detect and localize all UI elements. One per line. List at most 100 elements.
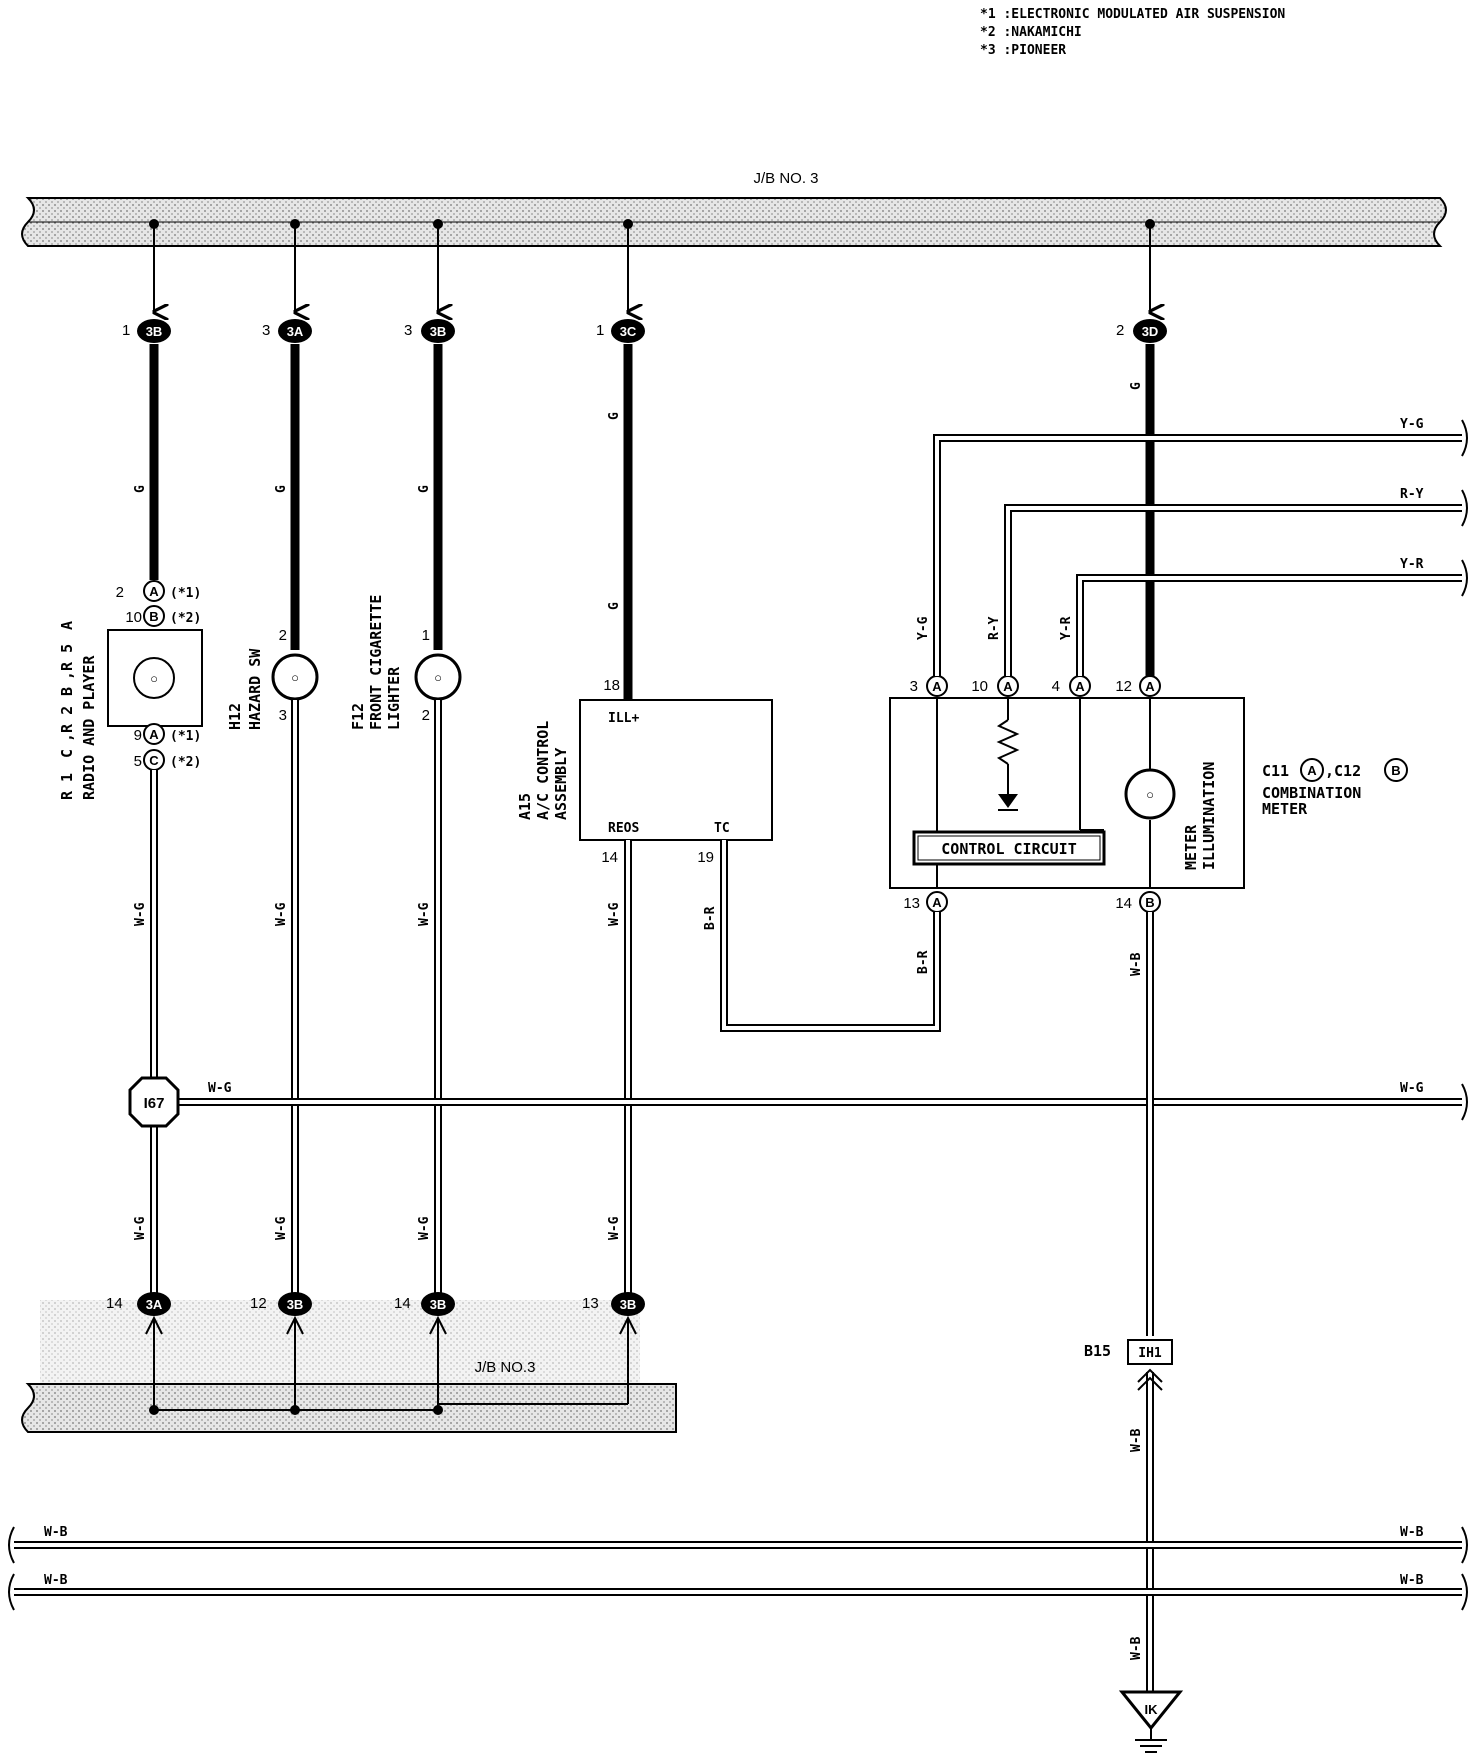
svg-text:○: ○ bbox=[434, 670, 442, 685]
svg-text:A: A bbox=[932, 679, 942, 694]
jb-bottom-label: J/B NO.3 bbox=[475, 1359, 536, 1376]
svg-text:1: 1 bbox=[596, 322, 604, 339]
svg-text:F12: F12 bbox=[349, 703, 367, 730]
g-wire-labels: G G G G G G bbox=[133, 382, 1144, 610]
svg-text:A: A bbox=[1307, 763, 1317, 778]
svg-text:3: 3 bbox=[262, 322, 270, 339]
junction-i67: I67 bbox=[128, 1076, 180, 1128]
top-drops bbox=[149, 219, 1154, 312]
bottom-jb-links bbox=[145, 1315, 637, 1415]
cigarette-lighter: 1 ○ 2 F12 FRONT CIGARETTE LIGHTER bbox=[349, 595, 462, 730]
svg-text:B-R: B-R bbox=[916, 950, 931, 974]
svg-text:G: G bbox=[417, 485, 432, 493]
svg-text:W-G: W-G bbox=[274, 902, 289, 926]
svg-text:W-B: W-B bbox=[44, 1525, 68, 1540]
svg-text:W-G: W-G bbox=[208, 1081, 232, 1096]
svg-text:W-G: W-G bbox=[133, 902, 148, 926]
wire-color-labels: Y-G R-Y Y-R Y-G R-Y Y-R B-R B-R W-G W-G … bbox=[44, 417, 1424, 1660]
svg-text:3A: 3A bbox=[146, 1297, 163, 1312]
svg-text:1: 1 bbox=[122, 322, 130, 339]
top-connector-1: 1 3B bbox=[122, 319, 171, 343]
bottom-connector-3: 14 3B bbox=[394, 1292, 455, 1316]
ground-ik: IK bbox=[1118, 1690, 1184, 1753]
svg-text:2: 2 bbox=[116, 584, 124, 601]
b15-connector: B15 IH1 bbox=[1084, 1339, 1173, 1391]
svg-text:W-G: W-G bbox=[274, 1216, 289, 1240]
svg-text:1: 1 bbox=[422, 627, 430, 644]
svg-text:B-R: B-R bbox=[703, 906, 718, 930]
svg-text:W-G: W-G bbox=[417, 902, 432, 926]
svg-text:19: 19 bbox=[697, 849, 714, 866]
svg-text:5: 5 bbox=[134, 753, 142, 770]
note-1: *1 :ELECTRONIC MODULATED AIR SUSPENSION bbox=[980, 7, 1285, 22]
svg-text:B15: B15 bbox=[1084, 1342, 1111, 1360]
svg-text:REOS: REOS bbox=[608, 821, 639, 836]
svg-text:(*1): (*1) bbox=[170, 729, 201, 744]
svg-text:W-B: W-B bbox=[44, 1573, 68, 1588]
svg-text:,R 5: ,R 5 bbox=[58, 644, 76, 680]
svg-text:3B: 3B bbox=[146, 324, 163, 339]
svg-text:,C12: ,C12 bbox=[1325, 762, 1361, 780]
svg-text:G: G bbox=[274, 485, 289, 493]
svg-text:IK: IK bbox=[1145, 1702, 1159, 1717]
svg-text:13: 13 bbox=[903, 895, 920, 912]
svg-text:3B: 3B bbox=[430, 1297, 447, 1312]
notes-legend: *1 :ELECTRONIC MODULATED AIR SUSPENSION … bbox=[980, 7, 1285, 58]
hazard-switch: 2 ○ 3 H12 HAZARD SW bbox=[226, 627, 319, 730]
svg-text:IH1: IH1 bbox=[1138, 1346, 1162, 1361]
svg-text:COMBINATION: COMBINATION bbox=[1262, 784, 1361, 802]
svg-text:14: 14 bbox=[394, 1295, 411, 1312]
svg-text:ILL+: ILL+ bbox=[608, 711, 639, 726]
diode-icon bbox=[998, 794, 1018, 808]
svg-text:(*1): (*1) bbox=[170, 586, 201, 601]
svg-text:3D: 3D bbox=[1142, 324, 1159, 339]
svg-text:C: C bbox=[149, 753, 159, 768]
svg-text:A/C CONTROL: A/C CONTROL bbox=[534, 721, 552, 820]
svg-text:W-G: W-G bbox=[1400, 1081, 1424, 1096]
top-connector-4: 1 3C bbox=[596, 319, 645, 343]
svg-text:(*2): (*2) bbox=[170, 611, 201, 626]
svg-text:A: A bbox=[149, 584, 159, 599]
svg-text:A: A bbox=[149, 727, 159, 742]
ac-control-assembly: 18 ILL+ REOS TC 14 19 A15 A/C CONTROL AS… bbox=[516, 677, 773, 866]
svg-text:Y-R: Y-R bbox=[1059, 616, 1074, 640]
svg-text:3: 3 bbox=[404, 322, 412, 339]
svg-text:Y-R: Y-R bbox=[1400, 557, 1424, 572]
control-circuit-label: CONTROL CIRCUIT bbox=[941, 840, 1076, 858]
svg-text:2: 2 bbox=[279, 627, 287, 644]
svg-text:B: B bbox=[1145, 895, 1154, 910]
svg-text:A: A bbox=[1145, 679, 1155, 694]
svg-text:W-G: W-G bbox=[607, 902, 622, 926]
svg-text:ASSEMBLY: ASSEMBLY bbox=[552, 748, 570, 820]
svg-text:,R 2: ,R 2 bbox=[58, 706, 76, 742]
top-connector-3: 3 3B bbox=[404, 319, 455, 343]
radio-label: R 1 C ,R 2 B ,R 5 A RADIO AND PLAYER bbox=[58, 621, 98, 800]
svg-text:B: B bbox=[1391, 763, 1400, 778]
svg-text:A: A bbox=[1075, 679, 1085, 694]
svg-text:LIGHTER: LIGHTER bbox=[385, 666, 403, 730]
svg-text:R-Y: R-Y bbox=[1400, 487, 1424, 502]
jb-bottom: J/B NO.3 bbox=[21, 1300, 677, 1433]
svg-text:12: 12 bbox=[250, 1295, 267, 1312]
svg-text:METER: METER bbox=[1262, 800, 1308, 818]
svg-text:2: 2 bbox=[1116, 322, 1124, 339]
svg-text:A: A bbox=[1003, 679, 1013, 694]
svg-text:W-B: W-B bbox=[1129, 1428, 1144, 1452]
svg-text:○: ○ bbox=[1146, 787, 1154, 802]
svg-text:W-G: W-G bbox=[607, 1216, 622, 1240]
svg-text:W-B: W-B bbox=[1129, 1636, 1144, 1660]
svg-text:(*2): (*2) bbox=[170, 755, 201, 770]
bottom-connector-2: 12 3B bbox=[250, 1292, 312, 1316]
lighter-lamp-icon bbox=[414, 653, 462, 701]
svg-text:3B: 3B bbox=[430, 324, 447, 339]
svg-text:G: G bbox=[607, 602, 622, 610]
svg-text:○: ○ bbox=[150, 671, 158, 686]
svg-text:METER: METER bbox=[1182, 824, 1200, 870]
svg-text:W-B: W-B bbox=[1400, 1573, 1424, 1588]
radio-player: 2 A (*1) 10 B (*2) ○ 9 A (*1) 5 C (*2) R… bbox=[58, 580, 203, 800]
svg-text:FRONT CIGARETTE: FRONT CIGARETTE bbox=[367, 595, 385, 730]
svg-text:3: 3 bbox=[910, 678, 918, 695]
svg-text:TC: TC bbox=[714, 821, 730, 836]
svg-text:3C: 3C bbox=[620, 324, 637, 339]
